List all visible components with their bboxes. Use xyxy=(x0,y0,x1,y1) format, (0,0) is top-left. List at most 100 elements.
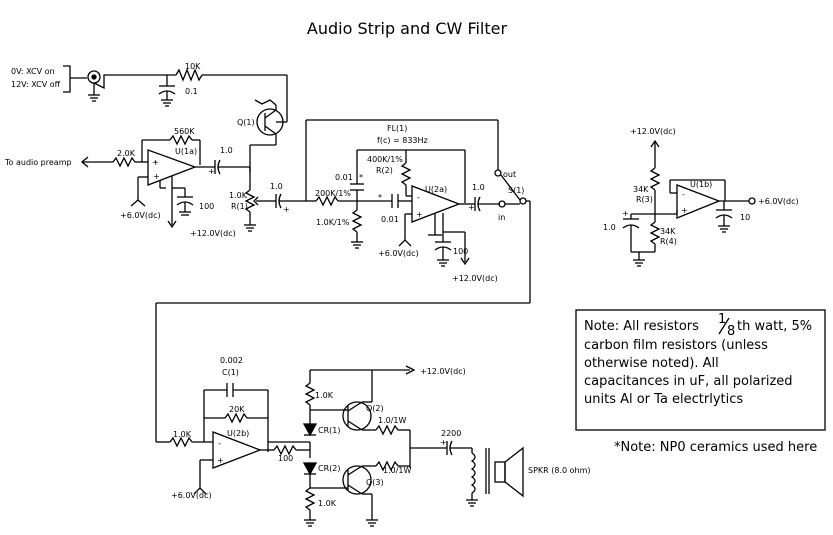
transistor-q2 xyxy=(342,401,372,431)
r4-value-label: 34K xyxy=(660,227,676,236)
resistor-2k xyxy=(112,156,136,168)
switch-s1-lever xyxy=(500,174,521,201)
filter-fl1-section: FL(1) f(c) = 833Hz 200K/1% 1.0K/1% 0.01 … xyxy=(155,119,531,442)
s1-label: S(1) xyxy=(508,186,524,195)
pot-r1-section: 1.0K R(1) 1.0 + xyxy=(229,167,306,232)
v6-a-label: +6.0V(dc) xyxy=(120,211,161,220)
note-frac-num: 1 xyxy=(718,312,726,327)
resistor-200k xyxy=(315,195,339,207)
resistor-560k xyxy=(169,134,193,146)
switch-s1-out-contact xyxy=(494,169,502,177)
pot-r1 xyxy=(244,189,256,213)
resistor-1k-top xyxy=(304,382,316,406)
xcv-off-label: 12V: XCV off xyxy=(11,80,61,89)
resistor-100 xyxy=(273,444,297,456)
c-100-b-label: 100 xyxy=(453,247,468,256)
spkr-label: SPKR (8.0 ohm) xyxy=(528,466,591,475)
note-frame xyxy=(575,309,826,431)
r-1k-c-label: 1.0K xyxy=(318,499,337,508)
r3-label: R(3) xyxy=(636,195,653,204)
plus-sign: + xyxy=(283,205,290,214)
s1-out-label: out xyxy=(503,170,516,179)
resistor-1ohm-1w-a xyxy=(375,424,399,436)
note-line-2: carbon film resistors (unless xyxy=(584,338,768,353)
schematic-title: Audio Strip and CW Filter xyxy=(307,19,508,38)
note-line-5: units Al or Ta electrlytics xyxy=(584,392,743,407)
resistor-1k-bottom xyxy=(304,487,316,511)
r-400k-label: 400K/1% xyxy=(367,155,403,164)
cr1-label: CR(1) xyxy=(318,426,340,435)
r-1k-a-label: 1.0K xyxy=(173,430,192,439)
r1-label: R(1) xyxy=(231,202,248,211)
plus-sign: + xyxy=(208,167,215,176)
cr2-label: CR(2) xyxy=(318,464,340,473)
xcv-input-section: 0V: XCV on 12V: XCV off 10K 0.1 xyxy=(11,62,288,172)
resistor-20k xyxy=(224,412,248,424)
c-1-0-b-label: 1.0 xyxy=(270,182,283,191)
c-1-0-c-label: 1.0 xyxy=(472,183,485,192)
plus-sign: + xyxy=(681,206,688,215)
c-10-label: 10 xyxy=(740,213,750,222)
r-10k-label: 10K xyxy=(185,62,201,71)
note-line-1b: th watt, 5% xyxy=(737,319,812,334)
note-frac-den: 8 xyxy=(727,324,735,339)
v12-d-label: +12.0V(dc) xyxy=(420,367,466,376)
r-1k-b-label: 1.0K xyxy=(315,391,334,400)
u2b-label: U(2b) xyxy=(227,429,249,438)
plus-sign: + xyxy=(153,172,160,181)
c-1-0-d-label: 1.0 xyxy=(603,223,616,232)
diode-cr1 xyxy=(302,423,318,437)
resistor-34k-r4 xyxy=(649,221,661,245)
plus-sign: + xyxy=(622,209,629,218)
c-0-01-a-label: 0.01 xyxy=(335,173,353,182)
r-200k-label: 200K/1% xyxy=(315,189,351,198)
c-0-01-b-star: * xyxy=(378,193,382,202)
v12-a-label: +12.0V(dc) xyxy=(190,229,236,238)
fc-label: f(c) = 833Hz xyxy=(377,136,428,145)
xcv-on-label: 0V: XCV on xyxy=(11,67,55,76)
note-line-1a: Note: All resistors xyxy=(584,319,699,334)
q2-label: Q(2) xyxy=(366,404,384,413)
c-0-01-b-label: 0.01 xyxy=(381,215,399,224)
fl1-label: FL(1) xyxy=(387,124,407,133)
v12-b-label: +12.0V(dc) xyxy=(452,274,498,283)
plus-sign: + xyxy=(468,203,475,212)
resistor-1ohm-1w-b xyxy=(375,460,399,472)
r-100-label: 100 xyxy=(278,454,293,463)
v6-output-terminal xyxy=(748,197,756,205)
r2-label: R(2) xyxy=(376,166,393,175)
r3-value-label: 34K xyxy=(633,185,649,194)
speaker-icon xyxy=(494,461,506,483)
c-1-0-a-label: 1.0 xyxy=(220,146,233,155)
diode-cr2 xyxy=(302,462,318,476)
minus-sign: - xyxy=(154,157,157,166)
minus-sign: - xyxy=(682,190,685,199)
u1b-label: U(1b) xyxy=(690,180,712,189)
resistor-34k-r3 xyxy=(649,167,661,191)
u2a-label: U(2a) xyxy=(425,185,447,194)
v6-b-label: +6.0V(dc) xyxy=(378,249,419,258)
r-1w-a-label: 1.0/1W xyxy=(378,416,407,425)
output-coil xyxy=(470,452,476,494)
footnote: *Note: NP0 ceramics used here xyxy=(614,440,817,455)
u1a-section: To audio preamp 2.0K 560K + - + U(1a) 1.… xyxy=(4,127,250,238)
bias-arrow xyxy=(130,199,146,207)
to-preamp-label: To audio preamp xyxy=(4,158,72,167)
r-20k-label: 20K xyxy=(229,405,245,414)
output-amp-section: 1.0K 0.002 C(1) 20K - + U(2b) +6.0V(dc) … xyxy=(156,356,591,527)
resistor-400k-r2 xyxy=(400,162,412,186)
notes-box: Note: All resistors 1 8 th watt, 5% carb… xyxy=(575,309,826,455)
opamp-u2b xyxy=(212,431,262,469)
r-560k-label: 560K xyxy=(174,127,195,136)
minus-sign: - xyxy=(417,193,420,202)
c-100-a-label: 100 xyxy=(199,202,214,211)
u1b-bias-section: +12.0V(dc) 34K R(3) 34K R(4) 1.0 + - + U… xyxy=(603,127,799,267)
c1-label: C(1) xyxy=(222,368,239,377)
note-line-4: capacitances in uF, all polarized xyxy=(584,374,793,389)
v12-c-label: +12.0V(dc) xyxy=(630,127,676,136)
plus-sign: + xyxy=(217,456,224,465)
s1-in-label: in xyxy=(498,213,505,222)
c-0-1-label: 0.1 xyxy=(185,87,198,96)
v6-c-label: +6.0V(dc) xyxy=(758,197,799,206)
